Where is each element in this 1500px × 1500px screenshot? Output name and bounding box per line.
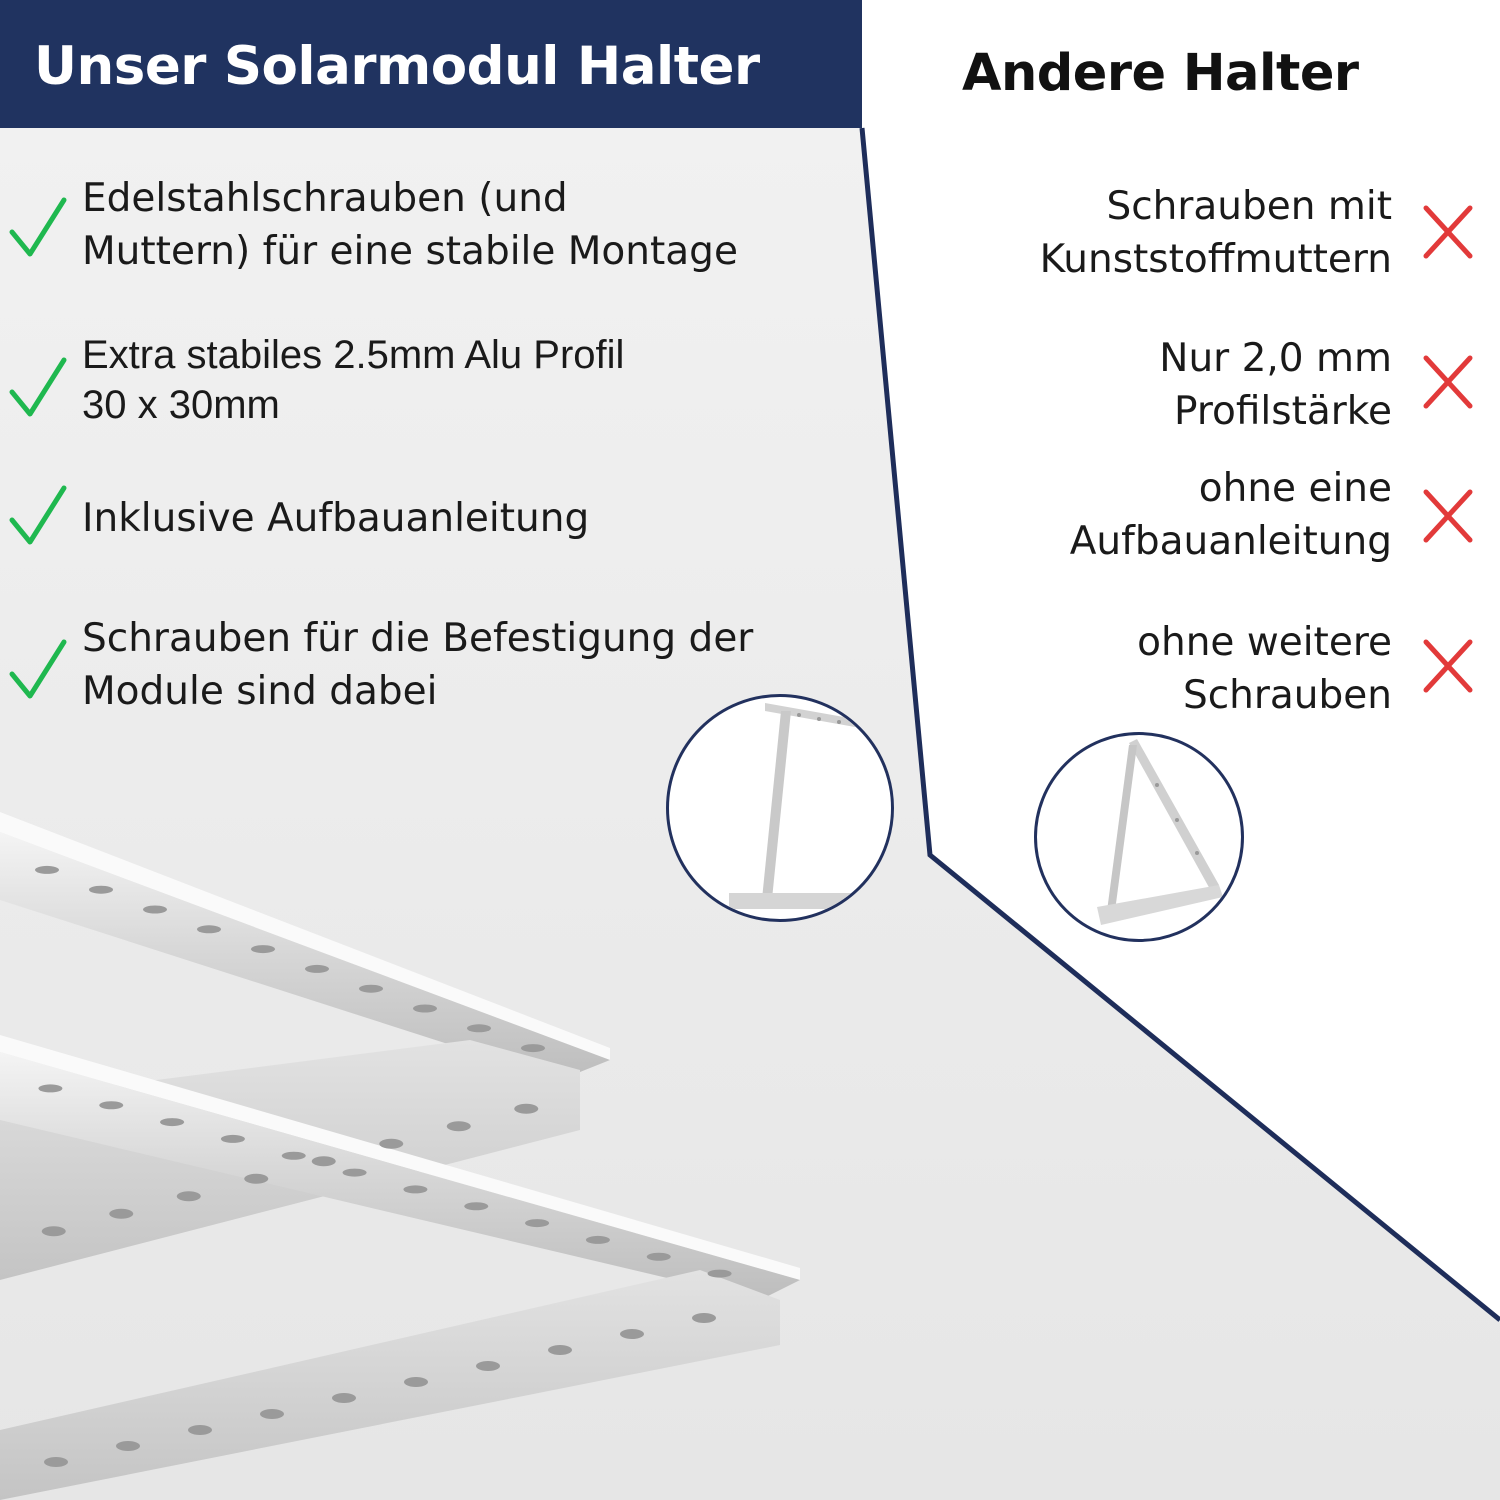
pro-item-line: Extra stabiles 2.5mm Alu Profil bbox=[82, 333, 625, 377]
rail-slot bbox=[521, 1044, 545, 1053]
rail-slot bbox=[342, 1168, 367, 1177]
rail-slot bbox=[116, 1441, 140, 1451]
con-item-3: ohne eine Aufbauanleitung bbox=[1070, 462, 1392, 568]
rail-slot bbox=[646, 1252, 671, 1261]
pro-item-line: Inklusive Aufbauanleitung bbox=[82, 496, 590, 541]
rail-slot bbox=[525, 1219, 550, 1228]
rail-slot bbox=[467, 1024, 491, 1033]
con-item-line: Nur 2,0 mm bbox=[1159, 336, 1392, 381]
rail-slot bbox=[514, 1103, 539, 1114]
rail-slot bbox=[220, 1134, 245, 1143]
pro-item-line: Schrauben für die Befestigung der bbox=[82, 616, 754, 661]
rail-slot bbox=[446, 1121, 471, 1132]
con-item-line: Schrauben mit bbox=[1106, 184, 1392, 229]
con-item-4: ohne weitere Schrauben bbox=[1137, 616, 1392, 722]
con-item-line: ohne weitere bbox=[1137, 620, 1392, 665]
rail-slot bbox=[89, 885, 113, 894]
rail-slot bbox=[403, 1185, 428, 1194]
check-icon bbox=[9, 197, 67, 257]
rail-slot bbox=[413, 1004, 437, 1013]
rail-slot bbox=[707, 1269, 732, 1278]
pro-item-1: Edelstahlschrauben (und Muttern) für ein… bbox=[82, 172, 738, 278]
rail-slot bbox=[244, 1173, 269, 1184]
check-icon bbox=[9, 485, 67, 545]
cross-icon bbox=[1423, 355, 1473, 409]
rail-slot bbox=[99, 1101, 124, 1110]
con-item-line: Aufbauanleitung bbox=[1069, 519, 1392, 564]
rail-slot bbox=[548, 1345, 572, 1355]
pro-item-line: Edelstahlschrauben (und bbox=[82, 176, 568, 221]
rail-slot bbox=[176, 1191, 201, 1202]
own-product-title: Unser Solarmodul Halter bbox=[34, 36, 760, 97]
rail-slot bbox=[38, 1084, 63, 1093]
rail-slot bbox=[197, 925, 221, 934]
own-product-header: Unser Solarmodul Halter bbox=[0, 0, 862, 128]
pro-item-line: Muttern) für eine stabile Montage bbox=[82, 229, 738, 274]
divider-line bbox=[859, 127, 1500, 1322]
con-item-line: Kunststoffmuttern bbox=[1039, 237, 1392, 282]
rail-slot bbox=[476, 1361, 500, 1371]
pro-item-4: Schrauben für die Befestigung der Module… bbox=[82, 612, 753, 718]
rail-slot bbox=[44, 1457, 68, 1467]
con-item-2: Nur 2,0 mm Profilstärke bbox=[1159, 332, 1392, 438]
own-holder-detail-image bbox=[666, 694, 894, 922]
rail-slot bbox=[41, 1226, 66, 1237]
cross-icon bbox=[1423, 205, 1473, 259]
cross-icon bbox=[1423, 489, 1473, 543]
own-holder-detail-drawing bbox=[729, 703, 891, 909]
pro-item-line: 30 x 30mm bbox=[82, 383, 280, 427]
rail-slot bbox=[464, 1202, 489, 1211]
rail-slot bbox=[404, 1377, 428, 1387]
check-icon bbox=[9, 357, 67, 417]
rail-slot bbox=[359, 984, 383, 993]
pro-item-line: Module sind dabei bbox=[82, 669, 438, 714]
rail-illustration bbox=[0, 812, 800, 1500]
pro-item-3: Inklusive Aufbauanleitung bbox=[82, 492, 589, 545]
rail-slot bbox=[620, 1329, 644, 1339]
rail-slot bbox=[188, 1425, 212, 1435]
rail-slot bbox=[692, 1313, 716, 1323]
other-holder-detail-drawing bbox=[1097, 739, 1223, 925]
con-item-1: Schrauben mit Kunststoffmuttern bbox=[1040, 180, 1392, 286]
other-products-title: Andere Halter bbox=[962, 44, 1359, 103]
cross-icon bbox=[1423, 639, 1473, 693]
rail-slot bbox=[585, 1235, 610, 1244]
other-holder-detail-image bbox=[1034, 732, 1244, 942]
rail-slot bbox=[35, 865, 59, 874]
con-item-line: ohne eine bbox=[1198, 466, 1392, 511]
rail-slot bbox=[281, 1151, 306, 1160]
rail-slot bbox=[109, 1208, 134, 1219]
con-item-line: Schrauben bbox=[1182, 673, 1392, 718]
check-icon bbox=[9, 639, 67, 699]
pro-item-2: Extra stabiles 2.5mm Alu Profil 30 x 30m… bbox=[82, 330, 624, 430]
con-item-line: Profilstärke bbox=[1173, 389, 1392, 434]
rail-slot bbox=[379, 1138, 404, 1149]
rail-slot bbox=[311, 1156, 336, 1167]
rail-slot bbox=[260, 1409, 284, 1419]
rail-slot bbox=[332, 1393, 356, 1403]
rail-slot bbox=[143, 905, 167, 914]
rail-slot bbox=[305, 964, 329, 973]
rail-slot bbox=[160, 1118, 185, 1127]
rail-slot bbox=[251, 945, 275, 954]
